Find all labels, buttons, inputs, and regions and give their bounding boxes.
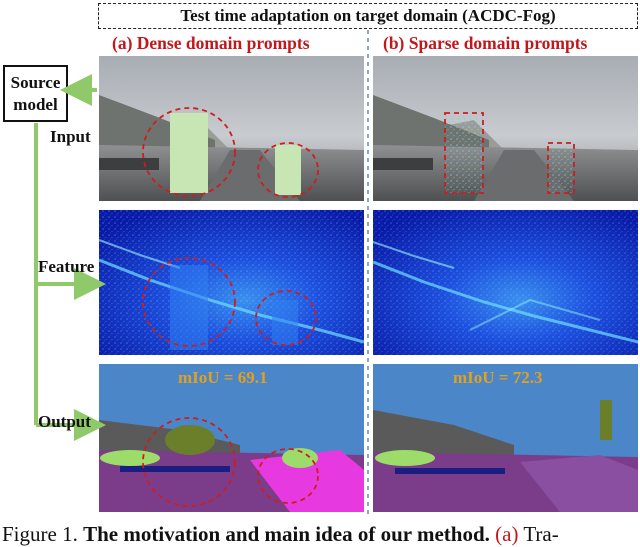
row-label-feature: Feature bbox=[38, 257, 94, 277]
figure-caption: Figure 1. The motivation and main idea o… bbox=[2, 522, 559, 547]
caption-rest: Tra- bbox=[523, 522, 558, 546]
caption-bold: The motivation and main idea of our meth… bbox=[83, 522, 490, 546]
input-image-dense bbox=[99, 56, 364, 201]
row-label-output: Output bbox=[38, 412, 91, 432]
caption-ref: (a) bbox=[495, 522, 518, 546]
miou-dense: mIoU = 69.1 bbox=[178, 368, 268, 388]
input-image-sparse bbox=[373, 56, 638, 201]
feature-map-dense bbox=[99, 210, 364, 355]
miou-sparse: mIoU = 72.3 bbox=[453, 368, 543, 388]
row-label-input: Input bbox=[50, 127, 91, 147]
caption-prefix: Figure 1. bbox=[2, 522, 78, 546]
feature-map-sparse bbox=[373, 210, 638, 355]
